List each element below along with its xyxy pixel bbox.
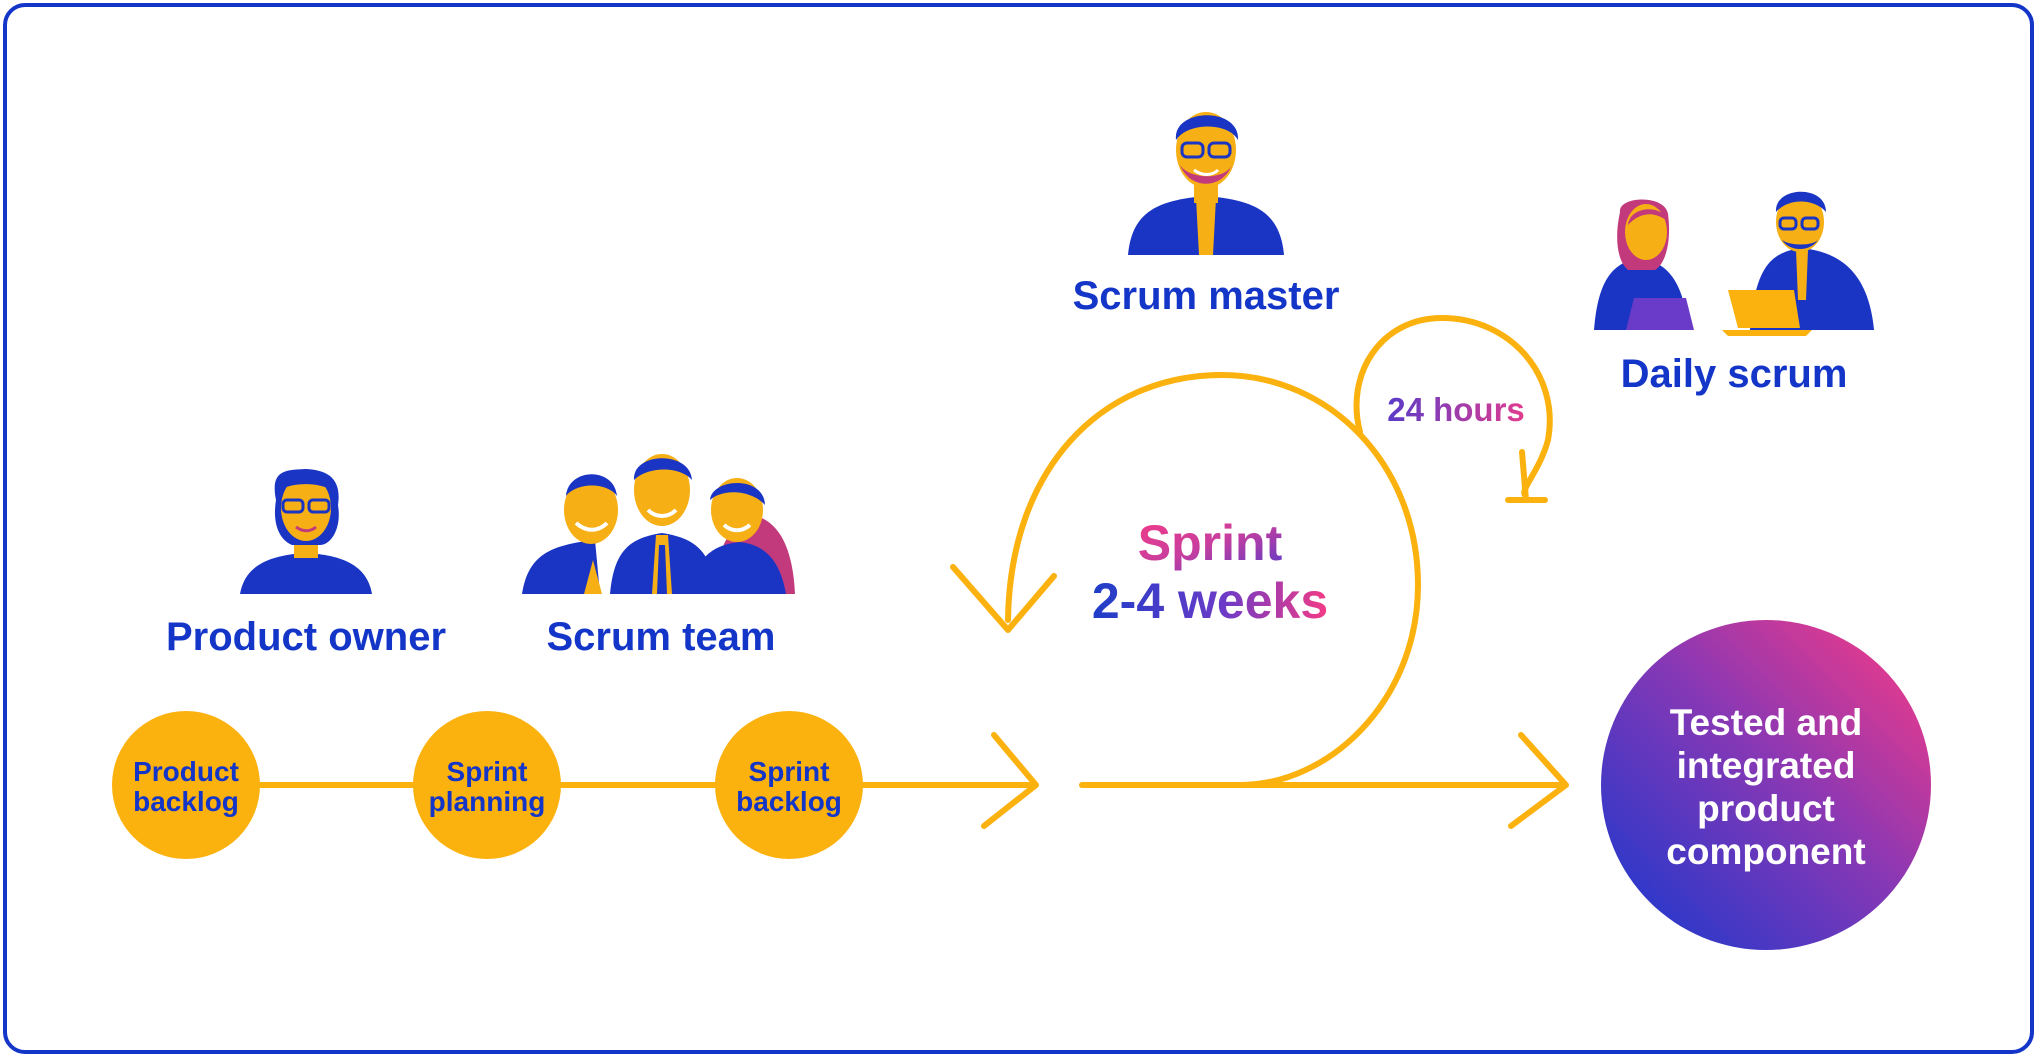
daily-loop-curve xyxy=(1353,315,1553,498)
step-circle xyxy=(715,711,863,859)
flow-line xyxy=(183,732,1569,829)
person-woman-glasses-icon xyxy=(240,469,372,594)
role-label-product-owner: Product owner xyxy=(166,615,446,659)
step-label-line1: Product xyxy=(133,756,239,787)
role-label-daily-scrum: Daily scrum xyxy=(1621,352,1848,396)
result-label-line4: component xyxy=(1666,831,1865,872)
step-label-line2: planning xyxy=(429,786,546,817)
step-label-line2: backlog xyxy=(133,786,239,817)
two-people-laptops-icon xyxy=(1594,191,1874,336)
step-circle xyxy=(112,711,260,859)
flow-arrowhead-1 xyxy=(981,732,1039,829)
sprint-loop-curve xyxy=(1005,372,1421,788)
step-product-backlog: Product backlog xyxy=(112,711,260,859)
person-man-glasses-icon xyxy=(1128,112,1284,255)
flow-arrowhead-2 xyxy=(1508,732,1569,829)
step-circle xyxy=(413,711,561,859)
result-label-line2: integrated xyxy=(1677,745,1856,786)
step-label-line2: backlog xyxy=(736,786,842,817)
result-component: Tested and integrated product component xyxy=(1601,620,1931,950)
role-label-scrum-team: Scrum team xyxy=(547,615,776,659)
daily-cycle-label: 24 hours xyxy=(1387,391,1525,428)
result-label-line1: Tested and xyxy=(1670,702,1863,743)
result-label-line3: product xyxy=(1697,788,1835,829)
group-three-people-icon xyxy=(522,454,795,594)
daily-loop xyxy=(1353,315,1553,503)
sprint-loop-arrowhead xyxy=(950,564,1057,633)
daily-loop-arrowhead xyxy=(1505,449,1548,503)
sprint-label: Sprint xyxy=(1138,515,1283,571)
step-sprint-backlog: Sprint backlog xyxy=(715,711,863,859)
result-circle xyxy=(1601,620,1931,950)
sprint-loop xyxy=(950,372,1421,788)
sprint-duration-label: 2-4 weeks xyxy=(1092,573,1328,629)
step-label-line1: Sprint xyxy=(749,756,830,787)
step-label-line1: Sprint xyxy=(447,756,528,787)
role-label-scrum-master: Scrum master xyxy=(1073,274,1340,318)
step-sprint-planning: Sprint planning xyxy=(413,711,561,859)
